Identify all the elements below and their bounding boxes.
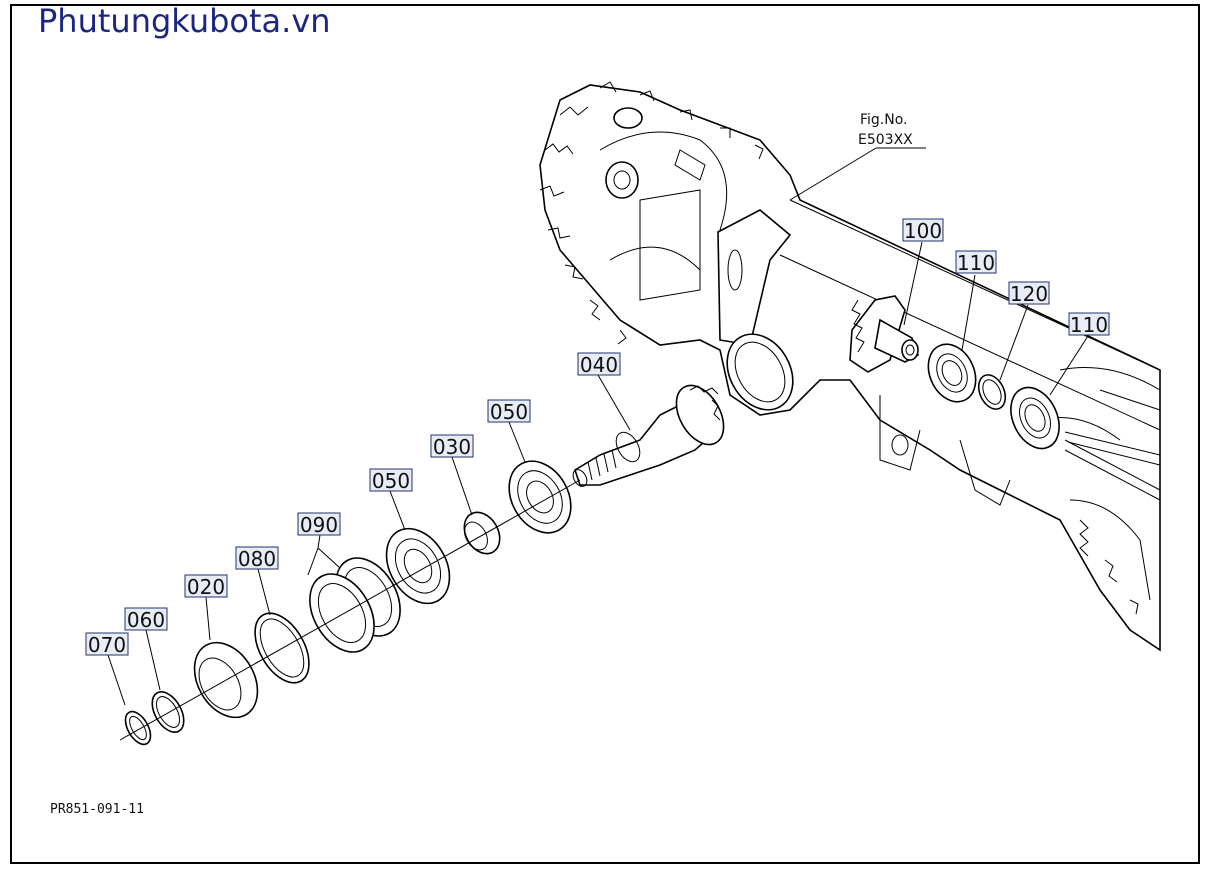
callout-030[interactable]: 030 (430, 434, 474, 459)
axle-housing (539, 81, 1161, 652)
callout-070[interactable]: 070 (85, 632, 129, 657)
callout-120[interactable]: 120 (1008, 281, 1050, 306)
figure-ref-line1: Fig.No. (860, 112, 908, 128)
callout-110-a[interactable]: 110 (955, 250, 997, 275)
leader-lines (107, 147, 1089, 706)
callout-110-a-label: 110 (957, 251, 995, 275)
callout-090[interactable]: 090 (297, 512, 341, 537)
callout-050-b[interactable]: 050 (369, 468, 413, 493)
callout-020[interactable]: 020 (184, 574, 228, 599)
assembly-axis (119, 479, 581, 741)
site-title: Phutungkubota.vn (38, 2, 331, 40)
callout-100[interactable]: 100 (902, 218, 944, 243)
part-110-bearing-b (1010, 386, 1060, 450)
callout-110-b-label: 110 (1070, 313, 1108, 337)
part-110-bearing-a (927, 343, 977, 403)
callout-080-label: 080 (238, 547, 276, 571)
part-120-ring (977, 374, 1007, 410)
part-030-collar (463, 511, 501, 555)
part-050-bearing-b (385, 527, 451, 605)
callout-040-label: 040 (580, 353, 618, 377)
callout-080[interactable]: 080 (235, 546, 279, 571)
callout-100-label: 100 (904, 219, 942, 243)
part-100-pinion-gear (849, 295, 919, 373)
callout-120-label: 120 (1010, 282, 1048, 306)
callout-050-b-label: 050 (372, 469, 410, 493)
drawing-frame (10, 4, 1200, 864)
part-060-ring (151, 691, 185, 733)
part-050-bearing-a (508, 460, 572, 534)
callout-060-label: 060 (127, 608, 165, 632)
part-070-circlip (124, 710, 152, 746)
axle-shaft-stub (1064, 431, 1161, 466)
drawing-code: PR851-091-11 (50, 802, 144, 817)
callout-050-a-label: 050 (490, 400, 528, 424)
part-090-shims (309, 557, 401, 653)
callout-050-a[interactable]: 050 (487, 399, 531, 424)
housing-bore (726, 333, 794, 411)
callout-040[interactable]: 040 (577, 352, 621, 377)
callout-110-b[interactable]: 110 (1068, 312, 1110, 337)
callout-090-label: 090 (300, 513, 338, 537)
callout-060[interactable]: 060 (124, 607, 168, 632)
part-040-shaft (572, 384, 725, 487)
callout-030-label: 030 (433, 435, 471, 459)
callout-020-label: 020 (187, 575, 225, 599)
figure-ref-line2: E503XX (858, 132, 913, 148)
callout-070-label: 070 (88, 633, 126, 657)
